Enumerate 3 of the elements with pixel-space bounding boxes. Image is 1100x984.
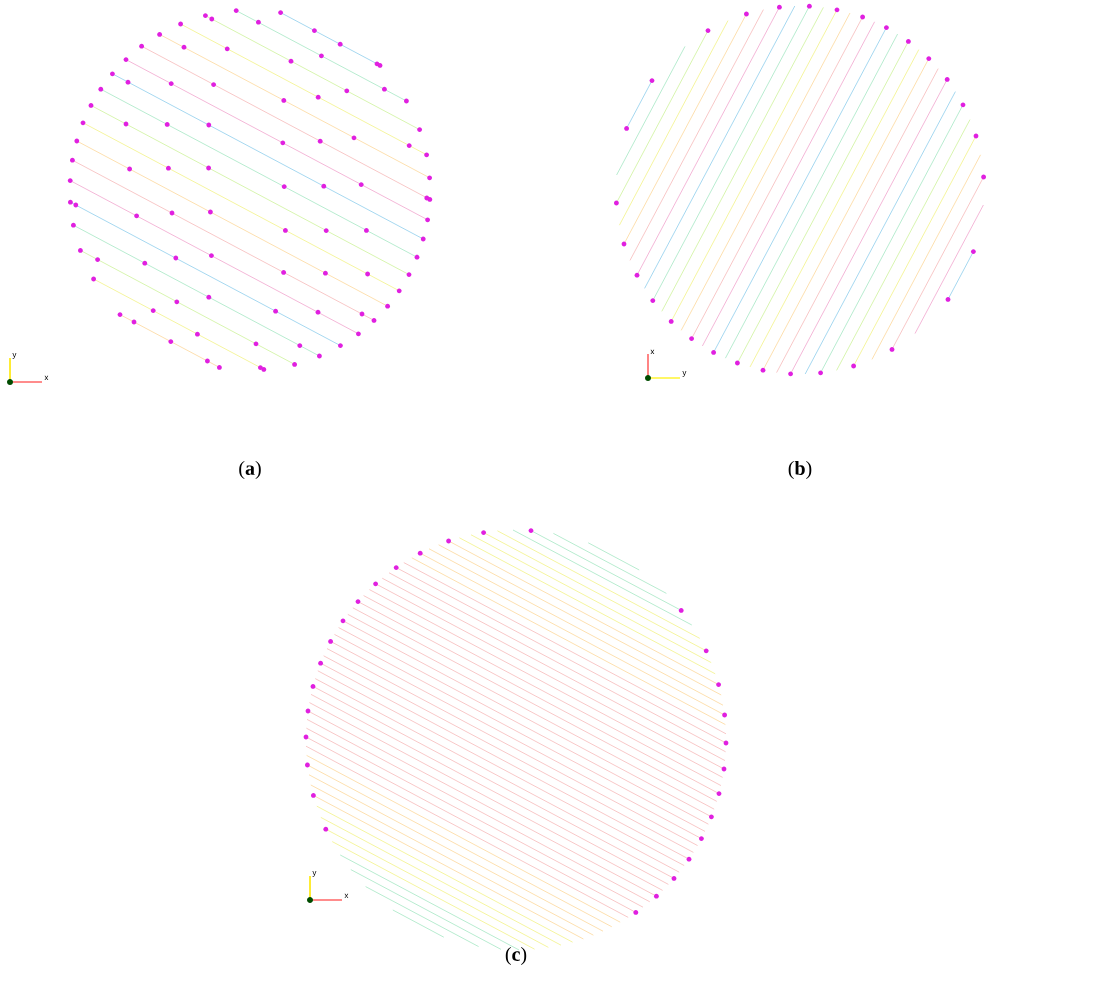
panel-label: (c) [505,946,527,966]
panel-label: (b) [788,460,812,480]
panel-label: (a) [239,460,261,480]
